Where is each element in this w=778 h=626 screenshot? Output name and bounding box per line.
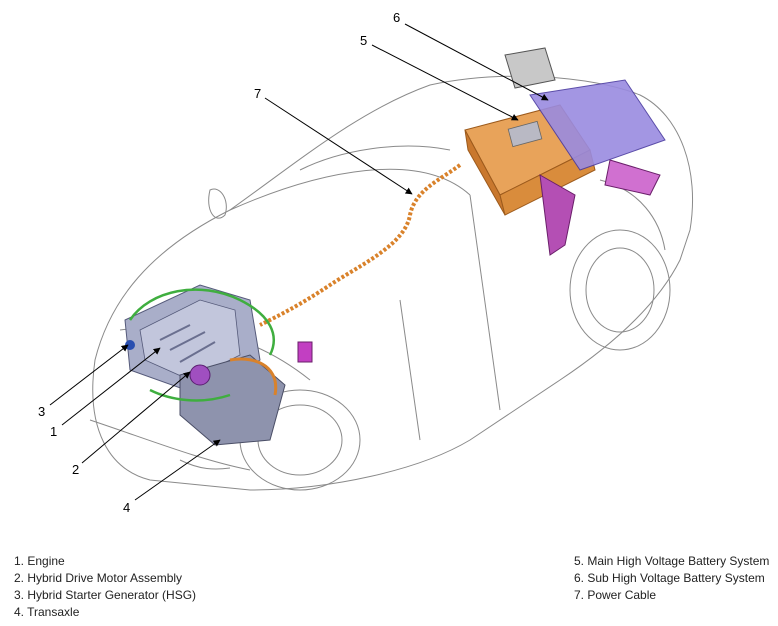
leader-lines xyxy=(49,23,549,501)
legend-item-main-battery: 5. Main High Voltage Battery System xyxy=(574,554,770,568)
callout-1: 1 xyxy=(50,424,57,439)
callout-7: 7 xyxy=(254,86,261,101)
callout-5: 5 xyxy=(360,33,367,48)
green-hose xyxy=(128,288,275,402)
transaxle xyxy=(179,354,286,446)
legend-item-drive-motor: 2. Hybrid Drive Motor Assembly xyxy=(14,571,183,585)
legend-item-transaxle: 4. Transaxle xyxy=(14,605,80,619)
legend-item-power-cable: 7. Power Cable xyxy=(574,588,657,602)
legend-item-hsg: 3. Hybrid Starter Generator (HSG) xyxy=(14,588,197,602)
legend-left: 1. Engine 2. Hybrid Drive Motor Assembly… xyxy=(14,553,196,621)
hybrid-system-diagram: 1 2 3 4 5 6 7 xyxy=(38,10,694,515)
legend-item-sub-battery: 6. Sub High Voltage Battery System xyxy=(574,571,765,585)
callout-3: 3 xyxy=(38,404,45,419)
legend-right: 5. Main High Voltage Battery System 6. S… xyxy=(574,553,769,604)
sub-battery xyxy=(504,47,666,256)
connector xyxy=(297,341,313,363)
callout-6: 6 xyxy=(393,10,400,25)
callout-4: 4 xyxy=(123,500,130,515)
legend-item-engine: 1. Engine xyxy=(14,554,65,568)
callout-2: 2 xyxy=(72,462,79,477)
power-cable xyxy=(259,163,462,327)
